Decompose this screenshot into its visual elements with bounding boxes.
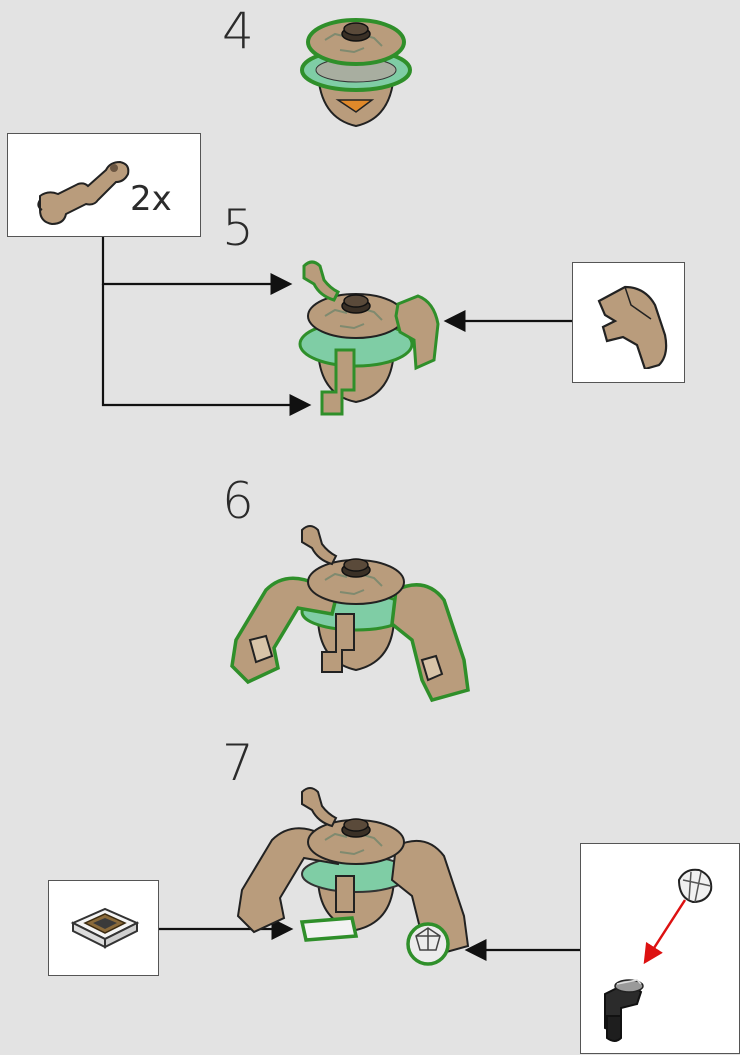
- parts-callout-arm: 2x: [7, 133, 201, 237]
- dark-handle-icon: [604, 979, 644, 1042]
- quantity-label: 2x: [130, 179, 172, 219]
- robot-arm-piece-icon: [37, 160, 130, 226]
- step-number-7: 7: [222, 734, 254, 792]
- step-number-4: 4: [222, 2, 254, 60]
- step-4-assembly: [300, 18, 412, 128]
- gem-assembly-diagram: [604, 868, 713, 1042]
- clip-piece-icon: [597, 285, 668, 369]
- parts-callout-gem: [580, 843, 740, 1054]
- crystal-gem-icon: [677, 868, 713, 904]
- parts-callout-clip: [572, 262, 685, 383]
- red-insert-arrow: [643, 899, 687, 965]
- step-number-6: 6: [222, 472, 254, 530]
- step-number-5: 5: [222, 199, 254, 257]
- arrow-to-arm-bottom: [101, 284, 312, 416]
- printed-tile-icon: [70, 907, 140, 949]
- parts-callout-tile: [48, 880, 159, 976]
